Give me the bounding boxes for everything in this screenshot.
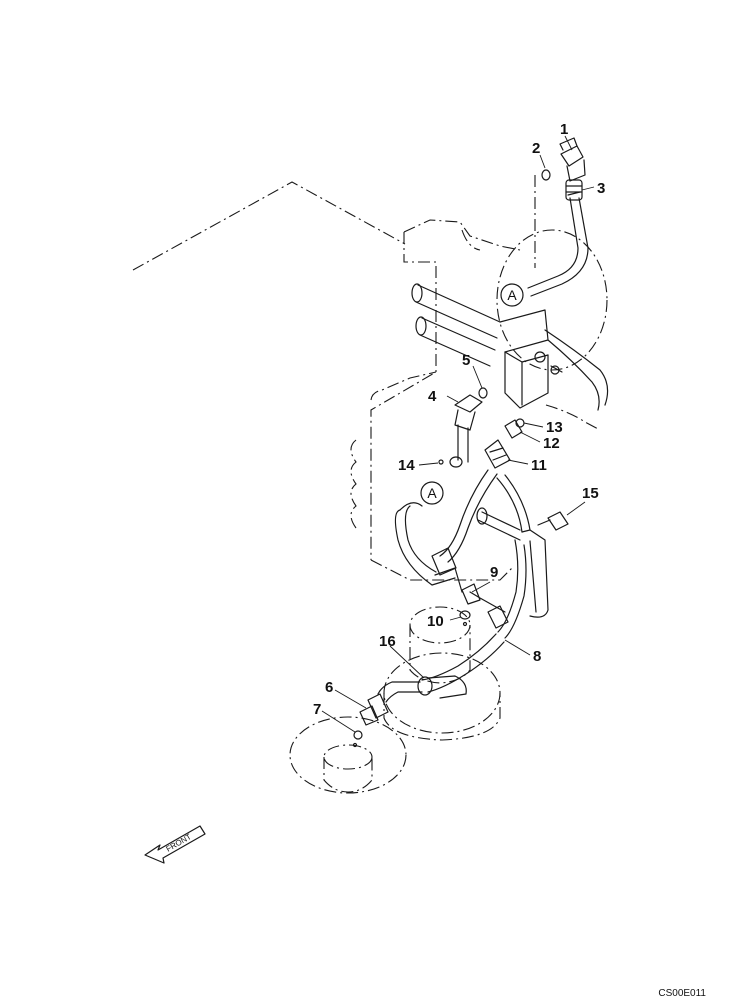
callout-2: 2	[532, 140, 540, 157]
elbow-fitting-4	[454, 387, 488, 463]
o-ring-10	[459, 610, 471, 627]
callout-13: 13	[546, 419, 563, 436]
svg-text:A: A	[427, 485, 437, 501]
callout-15: 15	[582, 485, 599, 502]
upper-tubes	[411, 283, 609, 411]
elbow-fitting-1	[559, 137, 586, 182]
hose-upper	[527, 191, 589, 297]
callout-14: 14	[398, 457, 415, 474]
valve-block	[504, 351, 563, 409]
callout-9: 9	[490, 564, 498, 581]
frame-outline	[132, 175, 536, 271]
straight-fitting-3	[565, 179, 583, 201]
hose-lower	[377, 633, 505, 703]
callout-8: 8	[533, 648, 541, 665]
svg-text:A: A	[507, 287, 517, 303]
reference-marker-a-lower: A	[420, 481, 444, 505]
callout-16: 16	[379, 633, 396, 650]
upper-housing-outline	[350, 219, 608, 581]
callout-12: 12	[543, 435, 560, 452]
callout-3: 3	[597, 180, 605, 197]
callout-leaders	[321, 135, 595, 733]
drawing-code: CS00E011	[658, 988, 706, 999]
o-ring-2	[541, 169, 551, 181]
hose-main	[394, 469, 549, 639]
elbow-fitting-9	[434, 567, 509, 629]
callout-7: 7	[313, 701, 321, 718]
callout-6: 6	[325, 679, 333, 696]
callout-11: 11	[531, 457, 547, 474]
callout-1: 1	[560, 121, 568, 138]
callout-10: 10	[427, 613, 444, 630]
callout-5: 5	[462, 352, 470, 369]
fitting-6-7	[352, 693, 389, 748]
fittings-11-12-13	[484, 418, 525, 469]
bolt-15	[476, 507, 569, 541]
front-direction-arrow: FRONT	[144, 825, 206, 864]
reference-marker-a-upper: A	[500, 283, 524, 307]
callout-4: 4	[428, 388, 437, 405]
lower-motor-outline	[289, 606, 501, 794]
clamp-14	[438, 456, 463, 468]
